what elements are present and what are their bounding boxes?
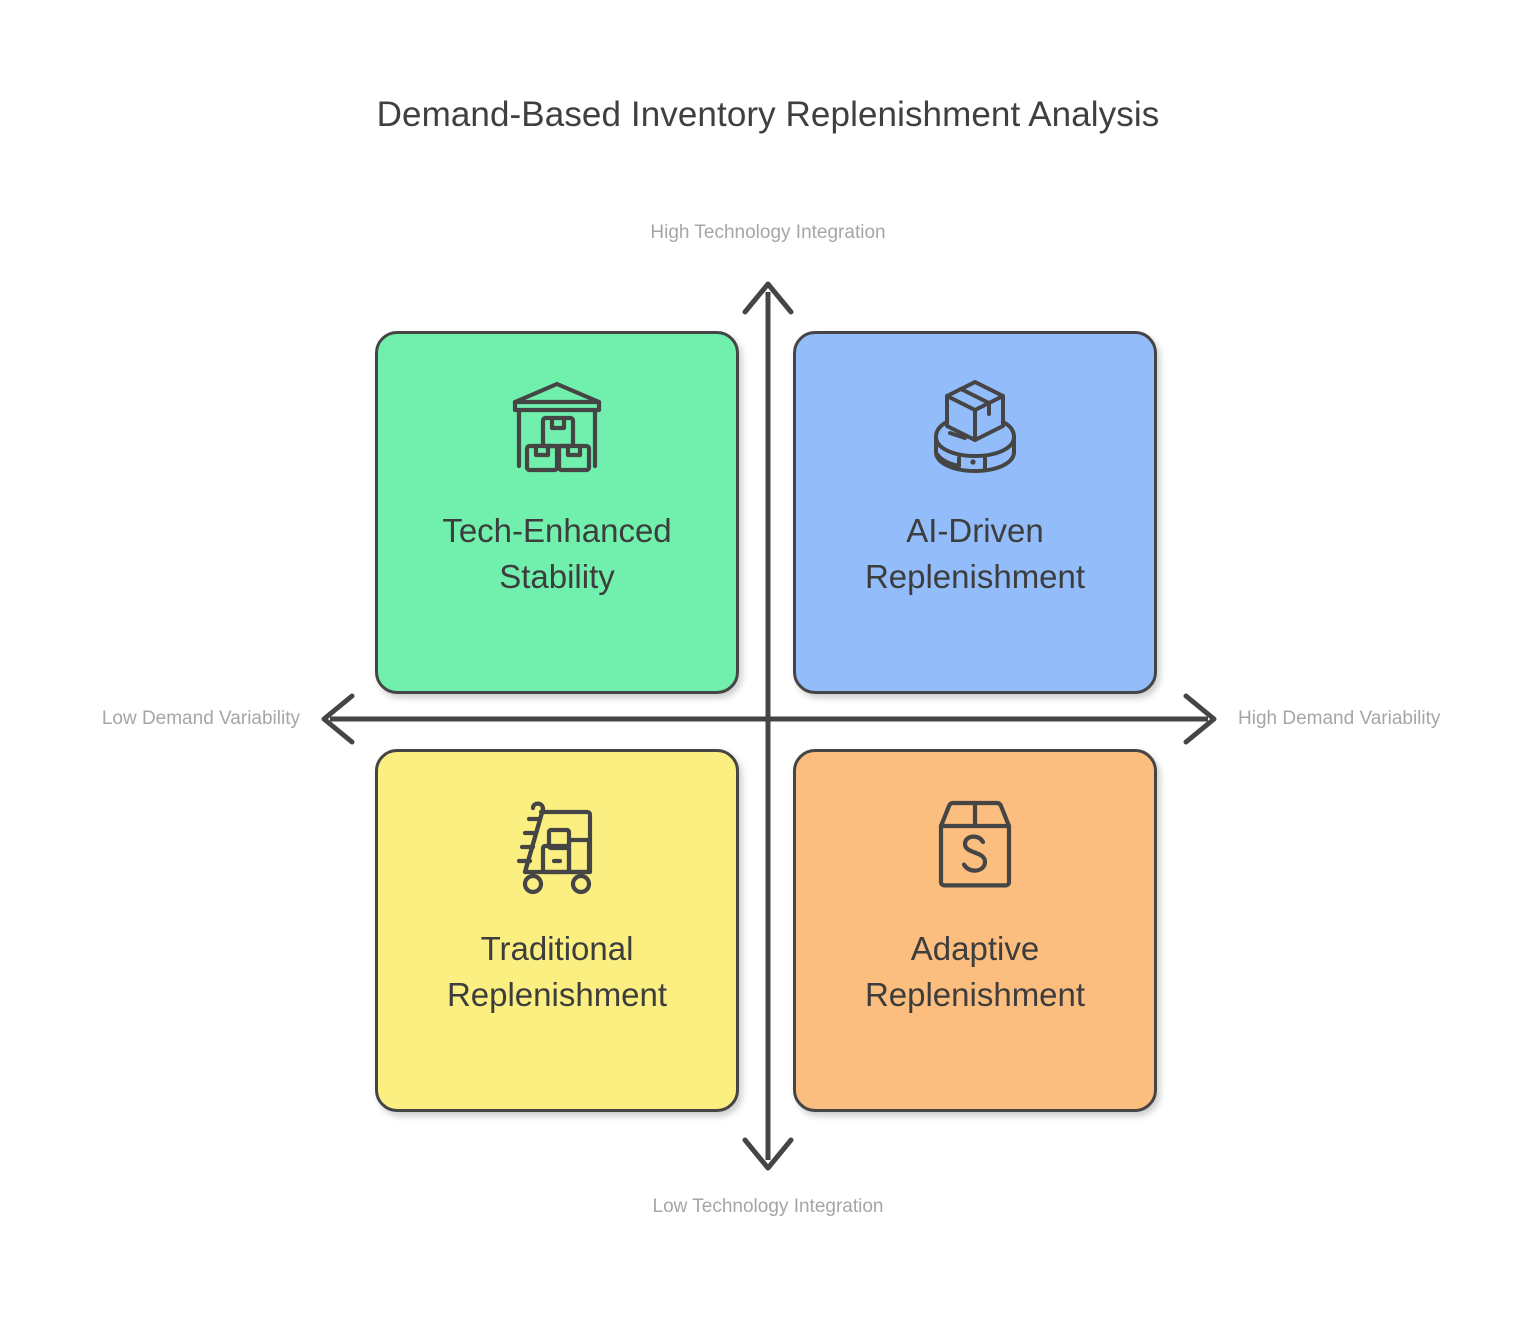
quadrant-label-line1: Traditional bbox=[480, 930, 634, 967]
quadrant-label-line2: Replenishment bbox=[864, 976, 1086, 1013]
axis-label-low-demand-variability: Low Demand Variability bbox=[101, 708, 300, 729]
hand-truck-boxes-icon bbox=[505, 794, 609, 898]
quadrant-label-line2: Replenishment bbox=[446, 976, 668, 1013]
axis-label-high-demand-variability: High Demand Variability bbox=[1238, 708, 1441, 729]
quadrant-label-tech-enhanced-stability: Tech-Enhanced Stability bbox=[397, 508, 717, 600]
robot-carrying-box-icon bbox=[923, 376, 1027, 480]
page-title: Demand-Based Inventory Replenishment Ana… bbox=[376, 95, 1160, 134]
quadrant-label-line1: Tech-Enhanced bbox=[442, 512, 672, 549]
quadrant-label-line1: AI-Driven bbox=[906, 512, 1044, 549]
axis-label-low-technology-integration: Low Technology Integration bbox=[652, 1196, 884, 1217]
quadrant-label-line2: Stability bbox=[499, 558, 615, 595]
box-with-s-icon bbox=[923, 794, 1027, 898]
quadrant-ai-driven-replenishment[interactable]: AI-Driven Replenishment bbox=[793, 331, 1157, 694]
quadrant-adaptive-replenishment[interactable]: Adaptive Replenishment bbox=[793, 749, 1157, 1112]
quadrant-label-ai-driven-replenishment: AI-Driven Replenishment bbox=[815, 508, 1135, 600]
quadrant-traditional-replenishment[interactable]: Traditional Replenishment bbox=[375, 749, 739, 1112]
quadrant-tech-enhanced-stability[interactable]: Tech-Enhanced Stability bbox=[375, 331, 739, 694]
quadrant-label-line2: Replenishment bbox=[864, 558, 1086, 595]
quadrant-label-line1: Adaptive bbox=[910, 930, 1040, 967]
axis-label-high-technology-integration: High Technology Integration bbox=[650, 222, 886, 243]
quadrant-label-adaptive-replenishment: Adaptive Replenishment bbox=[815, 926, 1135, 1018]
warehouse-boxes-icon bbox=[505, 376, 609, 480]
quadrant-label-traditional-replenishment: Traditional Replenishment bbox=[397, 926, 717, 1018]
